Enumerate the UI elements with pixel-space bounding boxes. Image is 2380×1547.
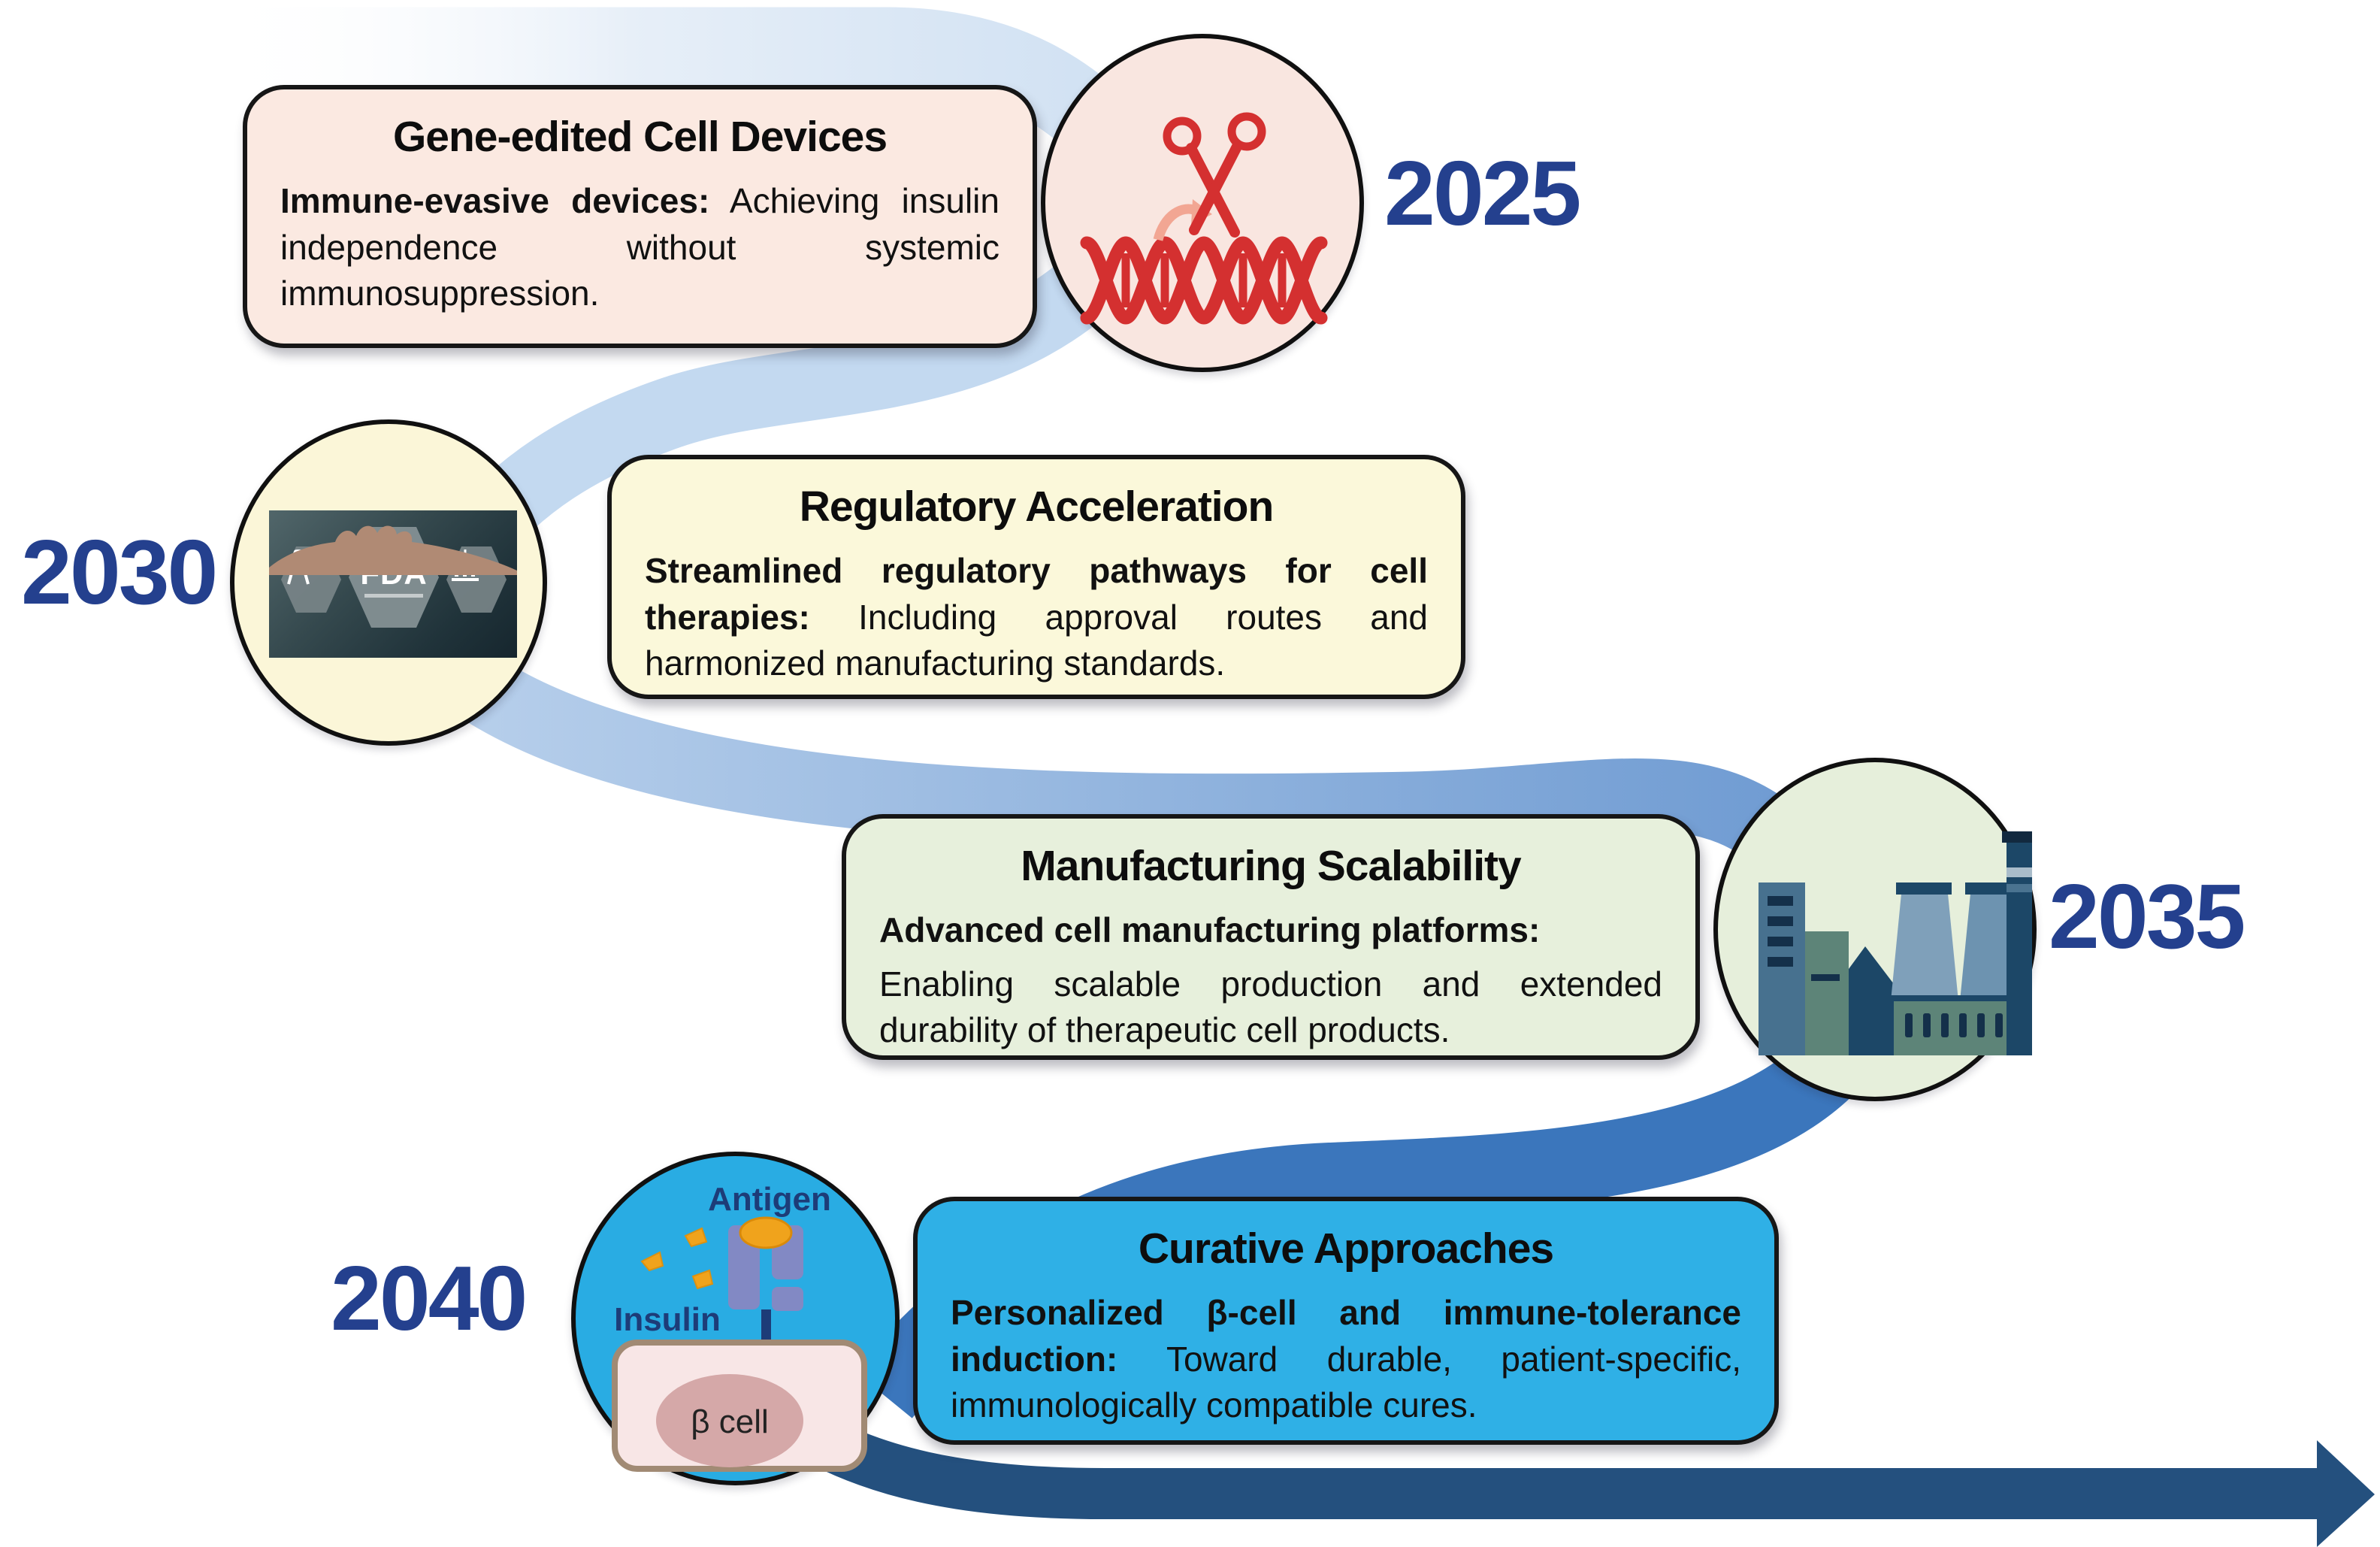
insulin-label: Insulin bbox=[614, 1301, 721, 1338]
dna-helix bbox=[1080, 236, 1328, 325]
milestone-description: Personalized β-cell and immune-tolerance… bbox=[951, 1290, 1741, 1429]
year-label-2030: 2030 bbox=[21, 521, 218, 623]
antigen-ellipse bbox=[739, 1216, 793, 1249]
milestone-box-2040: Curative Approaches Personalized β-cell … bbox=[913, 1197, 1779, 1445]
milestone-title: Regulatory Acceleration bbox=[799, 483, 1275, 531]
milestone-box-2030: Regulatory Acceleration Streamlined regu… bbox=[607, 455, 1465, 699]
milestone-body: Toward durable, patient-specific, immuno… bbox=[951, 1339, 1742, 1425]
milestone-title: Gene-edited Cell Devices bbox=[392, 113, 888, 161]
open-hand-graphic bbox=[269, 525, 517, 575]
insulin-particles bbox=[640, 1227, 714, 1290]
year-label-2040: 2040 bbox=[331, 1247, 528, 1349]
dna-rungs bbox=[1121, 253, 1287, 307]
year-label-2035: 2035 bbox=[2049, 865, 2245, 967]
milestone-circle-2035 bbox=[1713, 758, 2037, 1101]
milestone-box-2035: Manufacturing Scalability Advanced cell … bbox=[842, 814, 1700, 1060]
fda-approval-icon: FDA bbox=[269, 510, 517, 658]
dna-scissors-icon bbox=[1080, 112, 1328, 325]
milestone-description: Advanced cell manufacturing platforms: En… bbox=[879, 907, 1662, 1054]
milestone-title: Manufacturing Scalability bbox=[1021, 842, 1521, 890]
milestone-body: Enabling scalable production and extende… bbox=[879, 964, 1662, 1050]
arrow-head bbox=[2317, 1440, 2375, 1547]
milestone-lead: Personalized β-cell and immune-tolerance… bbox=[951, 1293, 1741, 1379]
milestone-circle-2025 bbox=[1041, 34, 1364, 372]
milestone-lead: Advanced cell manufacturing platforms: bbox=[879, 910, 1541, 949]
milestone-description: Immune-evasive devices: Achieving insuli… bbox=[280, 178, 999, 317]
antigen-label: Antigen bbox=[708, 1181, 831, 1218]
scissors-icon bbox=[1163, 112, 1266, 238]
fda-caption-bar bbox=[364, 593, 423, 598]
milestone-title: Curative Approaches bbox=[1138, 1225, 1554, 1273]
year-label-2025: 2025 bbox=[1384, 142, 1581, 244]
milestone-body: Including approval routes and harmonized… bbox=[645, 597, 1429, 683]
milestone-body: Achieving insulin independence without s… bbox=[280, 181, 999, 313]
milestone-description: Streamlined regulatory pathways for cell… bbox=[645, 548, 1428, 687]
milestone-circle-2030: FDA bbox=[230, 419, 547, 746]
milestone-box-2025: Gene-edited Cell Devices Immune-evasive … bbox=[243, 85, 1037, 348]
milestone-lead: Streamlined regulatory pathways for cell… bbox=[645, 551, 1428, 637]
milestone-circle-2040: Antigen Insulin β cell bbox=[571, 1152, 900, 1485]
ribbon-segment-2030-2035 bbox=[437, 643, 1828, 885]
beta-cell-label: β cell bbox=[691, 1403, 769, 1440]
beta-cell-icon: Antigen Insulin β cell bbox=[612, 1181, 867, 1472]
milestone-lead: Immune-evasive devices: bbox=[280, 181, 710, 220]
cell-nucleus bbox=[656, 1374, 803, 1467]
factory-icon bbox=[1759, 831, 2032, 1055]
